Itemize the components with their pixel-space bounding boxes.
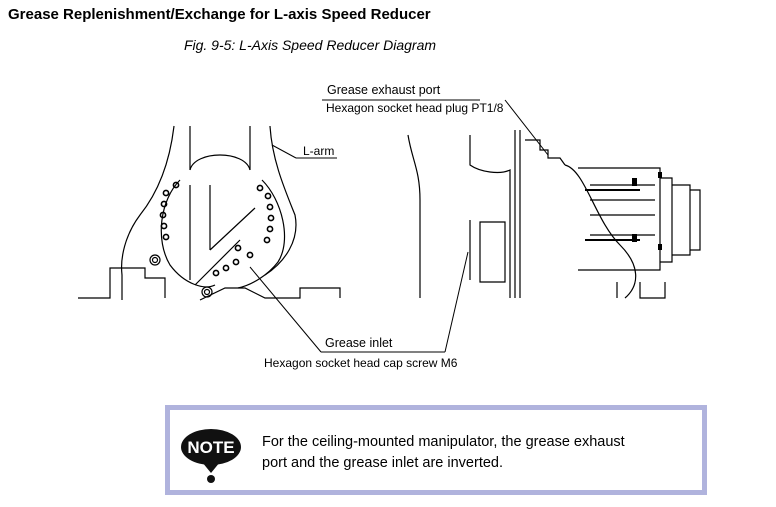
- l-axis-reducer-diagram: Grease exhaust port Hexagon socket head …: [78, 83, 701, 370]
- label-l-arm: L-arm: [303, 144, 334, 158]
- label-exhaust-plug: Hexagon socket head plug PT1/8: [326, 101, 504, 115]
- label-inlet-screw: Hexagon socket head cap screw M6: [264, 356, 458, 370]
- label-grease-exhaust-port: Grease exhaust port: [327, 83, 441, 97]
- note-text: For the ceiling-mounted manipulator, the…: [262, 432, 692, 474]
- bolt-hole-pattern: [159, 181, 275, 277]
- section-title: Grease Replenishment/Exchange for L-axis…: [8, 6, 431, 23]
- note-text-line-1: For the ceiling-mounted manipulator, the…: [262, 434, 625, 450]
- label-grease-inlet: Grease inlet: [325, 336, 393, 350]
- note-text-line-2: port and the grease inlet are inverted.: [262, 455, 504, 471]
- figure-caption: Fig. 9-5: L-Axis Speed Reducer Diagram: [183, 37, 437, 53]
- note-badge-icon: NOTE: [181, 429, 241, 483]
- note-box: NOTE For the ceiling-mounted manipulator…: [165, 405, 707, 495]
- note-badge-label: NOTE: [187, 438, 234, 457]
